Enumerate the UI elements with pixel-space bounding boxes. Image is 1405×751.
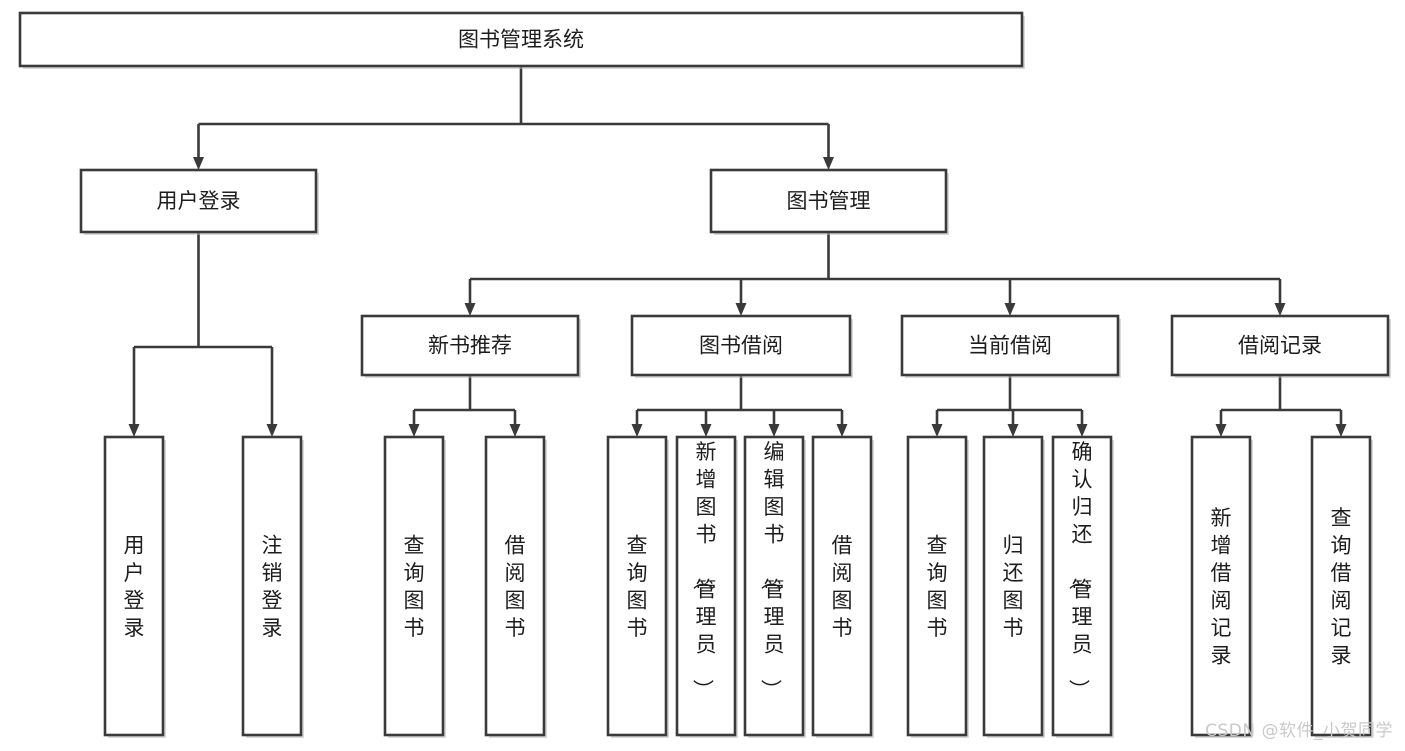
connector-group-book-borrow [631,375,848,437]
node-label: 新增图书（管理员） [691,440,717,700]
arrow-head-icon [1335,424,1347,437]
node-label: 注销登录 [262,533,283,640]
node-label: 查询借阅记录 [1331,506,1352,668]
node-leaf-user-login[interactable]: 用户登录 [103,435,166,738]
node-label: 借阅记录 [1238,334,1322,358]
node-user-login[interactable]: 用户登录 [79,168,319,235]
arrow-head-icon [1274,303,1286,316]
arrow-head-icon [836,424,848,437]
arrow-head-icon [1004,303,1016,316]
connector-group-new-book-rec [408,375,521,437]
arrow-head-icon [768,424,780,437]
arrow-head-icon [193,157,204,170]
node-new-book-rec[interactable]: 新书推荐 [360,314,581,378]
connector-group-user-login [128,232,278,437]
arrow-head-icon [631,424,643,437]
node-label: 借阅图书 [832,533,853,640]
arrow-head-icon [931,424,943,437]
arrow-head-icon [823,157,834,170]
node-leaf-add-record[interactable]: 新增借阅记录 [1190,435,1253,738]
connector-group-borrow-record [1215,375,1347,437]
node-leaf-query-book-cur[interactable]: 查询图书 [906,435,969,738]
node-label: 用户登录 [124,533,145,640]
arrow-head-icon [266,424,278,437]
node-label: 借阅图书 [505,533,526,640]
node-label: 查询图书 [927,533,948,640]
arrow-head-icon [1215,424,1227,437]
connector-layer [128,66,1347,437]
node-layer: 图书管理系统用户登录图书管理新书推荐图书借阅当前借阅借阅记录用户登录注销登录查询… [18,11,1391,738]
node-label: 查询图书 [627,533,648,640]
node-label: 图书管理 [787,189,871,213]
node-current-borrow[interactable]: 当前借阅 [900,314,1121,378]
connector-group-book-manage [464,232,1286,316]
arrow-head-icon [464,303,476,316]
node-label: 图书借阅 [699,334,783,358]
arrow-head-icon [509,424,521,437]
node-label: 当前借阅 [968,334,1052,358]
node-label: 编辑图书（管理员） [759,440,785,700]
node-leaf-query-book-borrow[interactable]: 查询图书 [606,435,669,738]
node-leaf-return-book[interactable]: 归还图书 [982,435,1045,738]
node-leaf-borrow-book[interactable]: 借阅图书 [811,435,874,738]
arrow-head-icon [1076,424,1088,437]
node-book-borrow[interactable]: 图书借阅 [630,314,853,378]
connector-group-current-borrow [931,375,1088,437]
node-label: 用户登录 [157,189,241,213]
node-leaf-borrow-book-rec[interactable]: 借阅图书 [484,435,547,738]
node-borrow-record[interactable]: 借阅记录 [1170,314,1391,378]
node-label: 确认归还（管理员） [1067,440,1093,700]
arrow-head-icon [735,303,747,316]
node-book-manage[interactable]: 图书管理 [709,168,949,235]
node-label: 新书推荐 [428,334,512,358]
node-leaf-logout[interactable]: 注销登录 [241,435,304,738]
node-label: 图书管理系统 [458,28,584,52]
node-root[interactable]: 图书管理系统 [18,11,1025,69]
arrow-head-icon [700,424,712,437]
node-label: 查询图书 [404,533,425,640]
node-label: 归还图书 [1003,533,1024,640]
arrow-head-icon [1007,424,1019,437]
node-leaf-confirm-return[interactable]: 确认归还（管理员） [1051,435,1114,738]
connector-group-root [193,66,834,170]
node-label: 新增借阅记录 [1211,506,1232,668]
csdn-watermark: CSDN @软件_小贺同学 [1205,721,1393,741]
node-leaf-query-book-rec[interactable]: 查询图书 [383,435,446,738]
arrow-head-icon [128,424,140,437]
node-leaf-add-book[interactable]: 新增图书（管理员） [675,435,738,738]
node-leaf-edit-book[interactable]: 编辑图书（管理员） [743,435,806,738]
node-leaf-query-record[interactable]: 查询借阅记录 [1310,435,1373,738]
arrow-head-icon [408,424,420,437]
